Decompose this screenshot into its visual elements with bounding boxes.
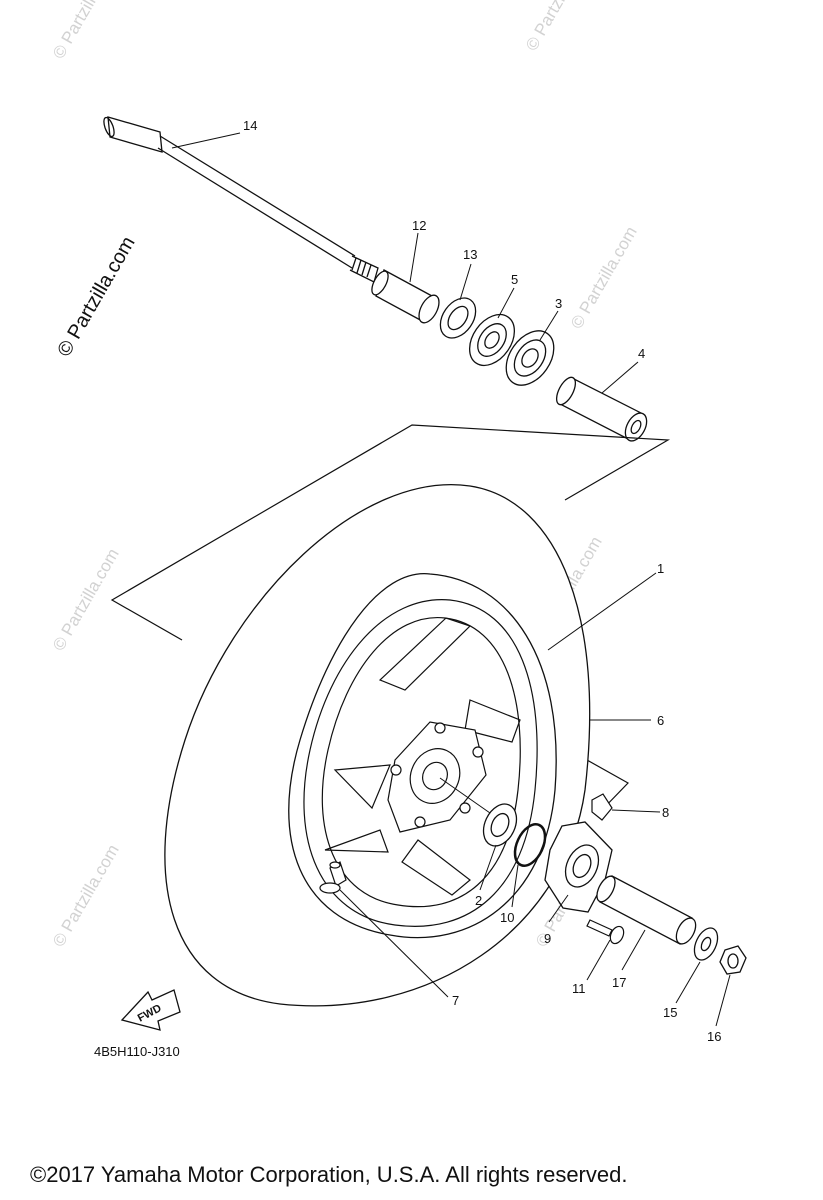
bolt-part <box>586 919 625 945</box>
callout-11: 11 <box>572 981 586 996</box>
watermark-top-left: © Partzilla.com <box>49 0 123 62</box>
diagram-code: 4B5H110-J310 <box>94 1044 180 1059</box>
valve-part <box>319 861 347 894</box>
callout-13: 13 <box>463 247 477 262</box>
callout-6: 6 <box>657 713 664 728</box>
watermark-lower-left: © Partzilla.com <box>49 841 123 950</box>
callout-10: 10 <box>500 910 514 925</box>
callout-1: 1 <box>657 561 664 576</box>
watermark-upper-right: © Partzilla.com <box>567 223 641 332</box>
balance-weight-part <box>591 793 613 821</box>
washer-part <box>693 927 719 961</box>
axle-part <box>103 116 379 283</box>
callout-4: 4 <box>638 346 645 361</box>
nut-part <box>719 945 747 975</box>
callout-16: 16 <box>707 1029 721 1044</box>
tire-part <box>164 484 591 1007</box>
callout-8: 8 <box>662 805 669 820</box>
callout-5: 5 <box>511 272 518 287</box>
spacer-17-part <box>596 875 697 945</box>
oil-seal-part <box>439 297 477 339</box>
spacer-4-part <box>555 376 648 442</box>
callout-9: 9 <box>544 931 551 946</box>
callout-7: 7 <box>452 993 459 1008</box>
watermark-top-right: © Partzilla.com <box>522 0 596 54</box>
o-ring-part <box>513 823 547 867</box>
callout-2: 2 <box>475 893 482 908</box>
bearing-5-part <box>468 313 516 367</box>
fwd-arrow-icon: FWD <box>120 989 181 1031</box>
leader-lines <box>171 132 731 1027</box>
collar-part <box>371 269 440 324</box>
rim-part <box>303 599 538 927</box>
callout-17: 17 <box>612 975 626 990</box>
callout-15: 15 <box>663 1005 677 1020</box>
bearing-3-part <box>505 330 555 386</box>
main-watermark: © Partzilla.com <box>53 233 139 361</box>
callout-12: 12 <box>412 218 426 233</box>
copyright-notice: ©2017 Yamaha Motor Corporation, U.S.A. A… <box>30 1162 628 1187</box>
callout-3: 3 <box>555 296 562 311</box>
drive-flange-part <box>544 821 613 913</box>
hub-part <box>387 721 487 833</box>
bearing-2-part <box>482 803 518 847</box>
callout-labels: 14 12 13 5 3 4 1 6 8 2 10 9 11 17 15 16 … <box>243 118 721 1044</box>
callout-14: 14 <box>243 118 257 133</box>
